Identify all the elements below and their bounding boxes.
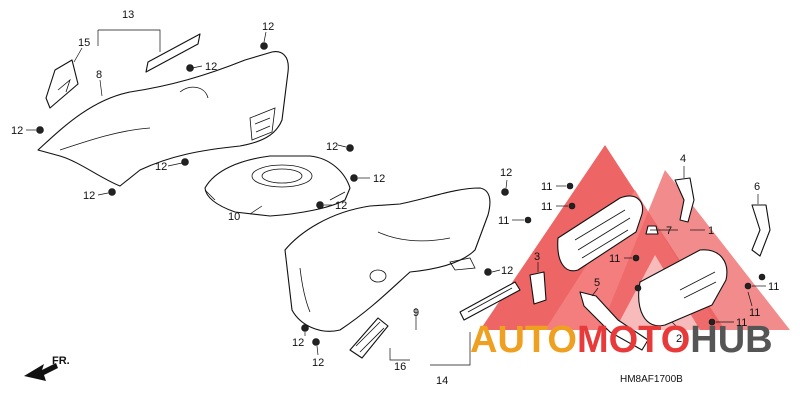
part-1-heat-guard [557, 195, 644, 272]
part-8-side-cover [37, 51, 289, 187]
watermark-word-1: AUTO [470, 319, 577, 361]
callout-12: 12 [155, 161, 167, 173]
callout-3: 3 [534, 251, 540, 263]
callout-6: 6 [754, 181, 760, 193]
front-direction-arrow-icon: FR. [24, 355, 70, 381]
callout-13: 13 [122, 9, 134, 21]
callout-15: 15 [78, 37, 90, 49]
watermark-logo-icon [480, 145, 790, 330]
bolt-icon [36, 42, 766, 346]
callout-12: 12 [501, 265, 513, 277]
watermark-word-2: MOTO [577, 319, 690, 361]
drawing-code: HM8AF1700B [620, 374, 683, 385]
callout-12: 12 [373, 173, 385, 185]
direction-label: FR. [52, 355, 70, 367]
callout-12: 12 [335, 200, 347, 212]
watermark-word-3: HUB [690, 319, 772, 361]
leader-lines [26, 29, 766, 366]
part-5-stay [579, 291, 649, 351]
callout-10: 10 [228, 211, 240, 223]
part-2-heat-guard [638, 249, 728, 327]
callout-11: 11 [736, 317, 747, 329]
callout-5: 5 [594, 277, 600, 289]
part-6-bracket [751, 204, 771, 257]
part-3-bracket [529, 271, 547, 305]
callout-11: 11 [541, 201, 552, 213]
callout-2: 2 [676, 333, 682, 345]
callout-12: 12 [83, 190, 95, 202]
callout-9: 9 [413, 307, 419, 319]
callout-11: 11 [749, 307, 760, 319]
part-16-badge [349, 317, 389, 359]
callout-12: 12 [326, 141, 338, 153]
callout-1: 1 [708, 225, 714, 237]
watermark-text: AUTOMOTOHUB [470, 319, 773, 361]
callout-16: 16 [394, 361, 406, 373]
callout-8: 8 [96, 69, 102, 81]
callout-labels: 13 15 8 12 12 12 12 12 12 12 12 12 12 12… [11, 9, 779, 387]
part-13-emblem [145, 33, 201, 73]
callout-7: 7 [666, 225, 672, 237]
callout-4: 4 [680, 153, 686, 165]
callout-12: 12 [11, 125, 23, 137]
callout-12: 12 [292, 337, 304, 349]
callout-11: 11 [609, 253, 620, 265]
callout-12: 12 [312, 357, 324, 369]
part-10-center-cover [204, 155, 351, 217]
callout-11: 11 [498, 215, 509, 227]
callout-11: 11 [768, 281, 779, 293]
part-9-main-cover [284, 187, 491, 332]
callout-12: 12 [205, 61, 217, 73]
part-15-decal [45, 59, 79, 109]
part-4-bracket [674, 177, 695, 223]
callout-12: 12 [262, 21, 274, 33]
callout-11: 11 [541, 181, 552, 193]
callout-14: 14 [436, 375, 448, 387]
callout-12: 12 [500, 167, 512, 179]
